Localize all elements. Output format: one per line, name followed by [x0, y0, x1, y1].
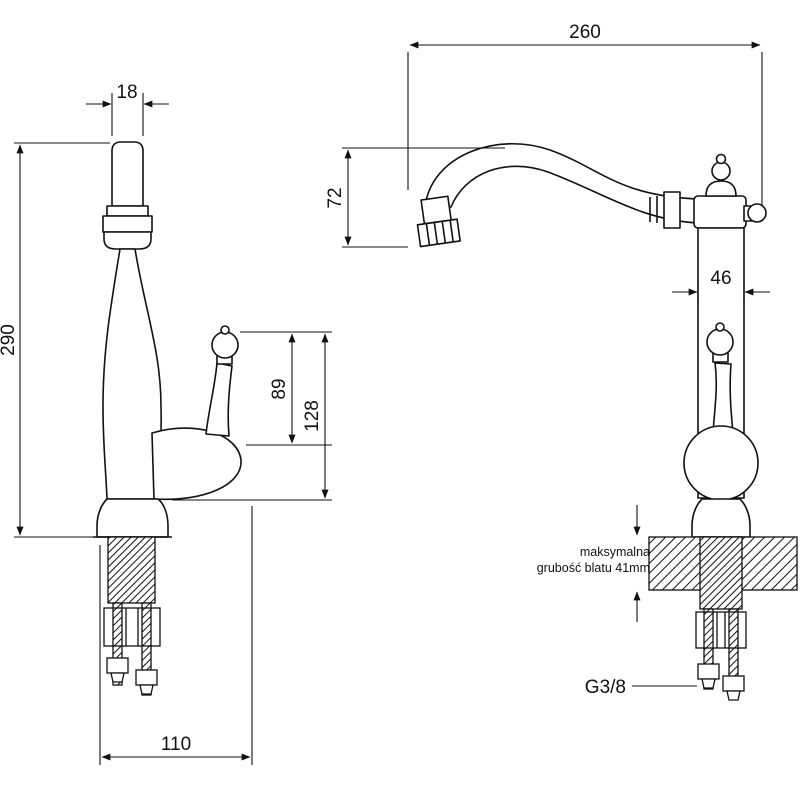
- front-view-mounting: [103, 536, 161, 696]
- front-view-dimensions: [14, 93, 332, 765]
- side-handle-escutcheon: [683, 425, 759, 501]
- front-shank-threaded: [107, 536, 156, 604]
- side-spout-collar: [663, 191, 681, 229]
- side-cap-knob: [747, 203, 767, 223]
- aerator-rib: [433, 222, 439, 245]
- front-spout-tube: [111, 141, 144, 207]
- side-base: [691, 498, 751, 538]
- front-view: 18 290 89 128 110: [0, 82, 332, 765]
- front-nut-left-tail: [110, 672, 125, 683]
- front-handle-tip: [220, 325, 230, 335]
- dim-label-body-span: 128: [302, 400, 323, 432]
- side-finial-knob: [711, 161, 731, 181]
- front-handle-ball: [211, 331, 239, 359]
- side-nut-right: [722, 675, 745, 692]
- dim-label-base-width: 110: [161, 734, 191, 755]
- side-nut-left: [697, 663, 720, 680]
- counter-note-line1: maksymalna: [580, 545, 650, 559]
- aerator-rib: [441, 221, 447, 244]
- side-handle-tip: [715, 322, 725, 332]
- front-collar-ring-2: [102, 215, 153, 233]
- front-nut-right: [135, 669, 158, 686]
- front-collar-ring-1: [106, 205, 149, 217]
- front-handle-stem: [205, 362, 233, 437]
- dim-label-thread-size: G3/8: [585, 677, 626, 698]
- dim-label-total-height: 290: [0, 324, 19, 356]
- side-view: 260 72 46 maksymalna grubość blatu 41mm …: [325, 22, 798, 701]
- front-bracket: [103, 607, 161, 647]
- side-aerator: [416, 218, 461, 248]
- side-bracket: [695, 611, 747, 649]
- side-finial-tip: [715, 153, 727, 165]
- aerator-rib: [449, 220, 455, 243]
- front-stud-right: [141, 602, 152, 696]
- side-finial-dome: [705, 180, 737, 197]
- front-outlet-cap: [103, 231, 152, 250]
- front-nut-left: [106, 657, 129, 674]
- side-shank-threaded: [699, 536, 743, 610]
- front-nut-right-tail: [139, 684, 154, 695]
- dim-label-reach: 260: [569, 22, 601, 43]
- side-handle-ball: [706, 328, 734, 356]
- side-outlet-tube: [420, 195, 452, 225]
- front-handle-escutcheon: [151, 427, 242, 501]
- side-view-faucet-body: [416, 142, 767, 538]
- front-view-faucet-body: [93, 141, 242, 538]
- side-stud-left: [703, 608, 714, 690]
- dim-label-spout-rise: 72: [325, 187, 346, 208]
- aerator-rib: [425, 223, 431, 246]
- front-base: [96, 498, 169, 538]
- side-body-top-yoke: [693, 195, 747, 229]
- side-counter-and-mounting: [648, 536, 798, 701]
- front-stud-left: [112, 602, 123, 686]
- counter-note-line2: grubość blatu 41mm: [537, 561, 650, 575]
- side-handle-stem: [712, 362, 734, 434]
- side-spout-outlet: [416, 195, 461, 248]
- dim-label-body-width: 46: [710, 268, 731, 289]
- side-nut-left-tail: [701, 678, 716, 689]
- dim-label-spout-width: 18: [116, 82, 137, 103]
- dim-label-handle-span: 89: [269, 378, 290, 399]
- side-view-dimensions: [342, 41, 770, 687]
- side-nut-right-tail: [726, 690, 741, 701]
